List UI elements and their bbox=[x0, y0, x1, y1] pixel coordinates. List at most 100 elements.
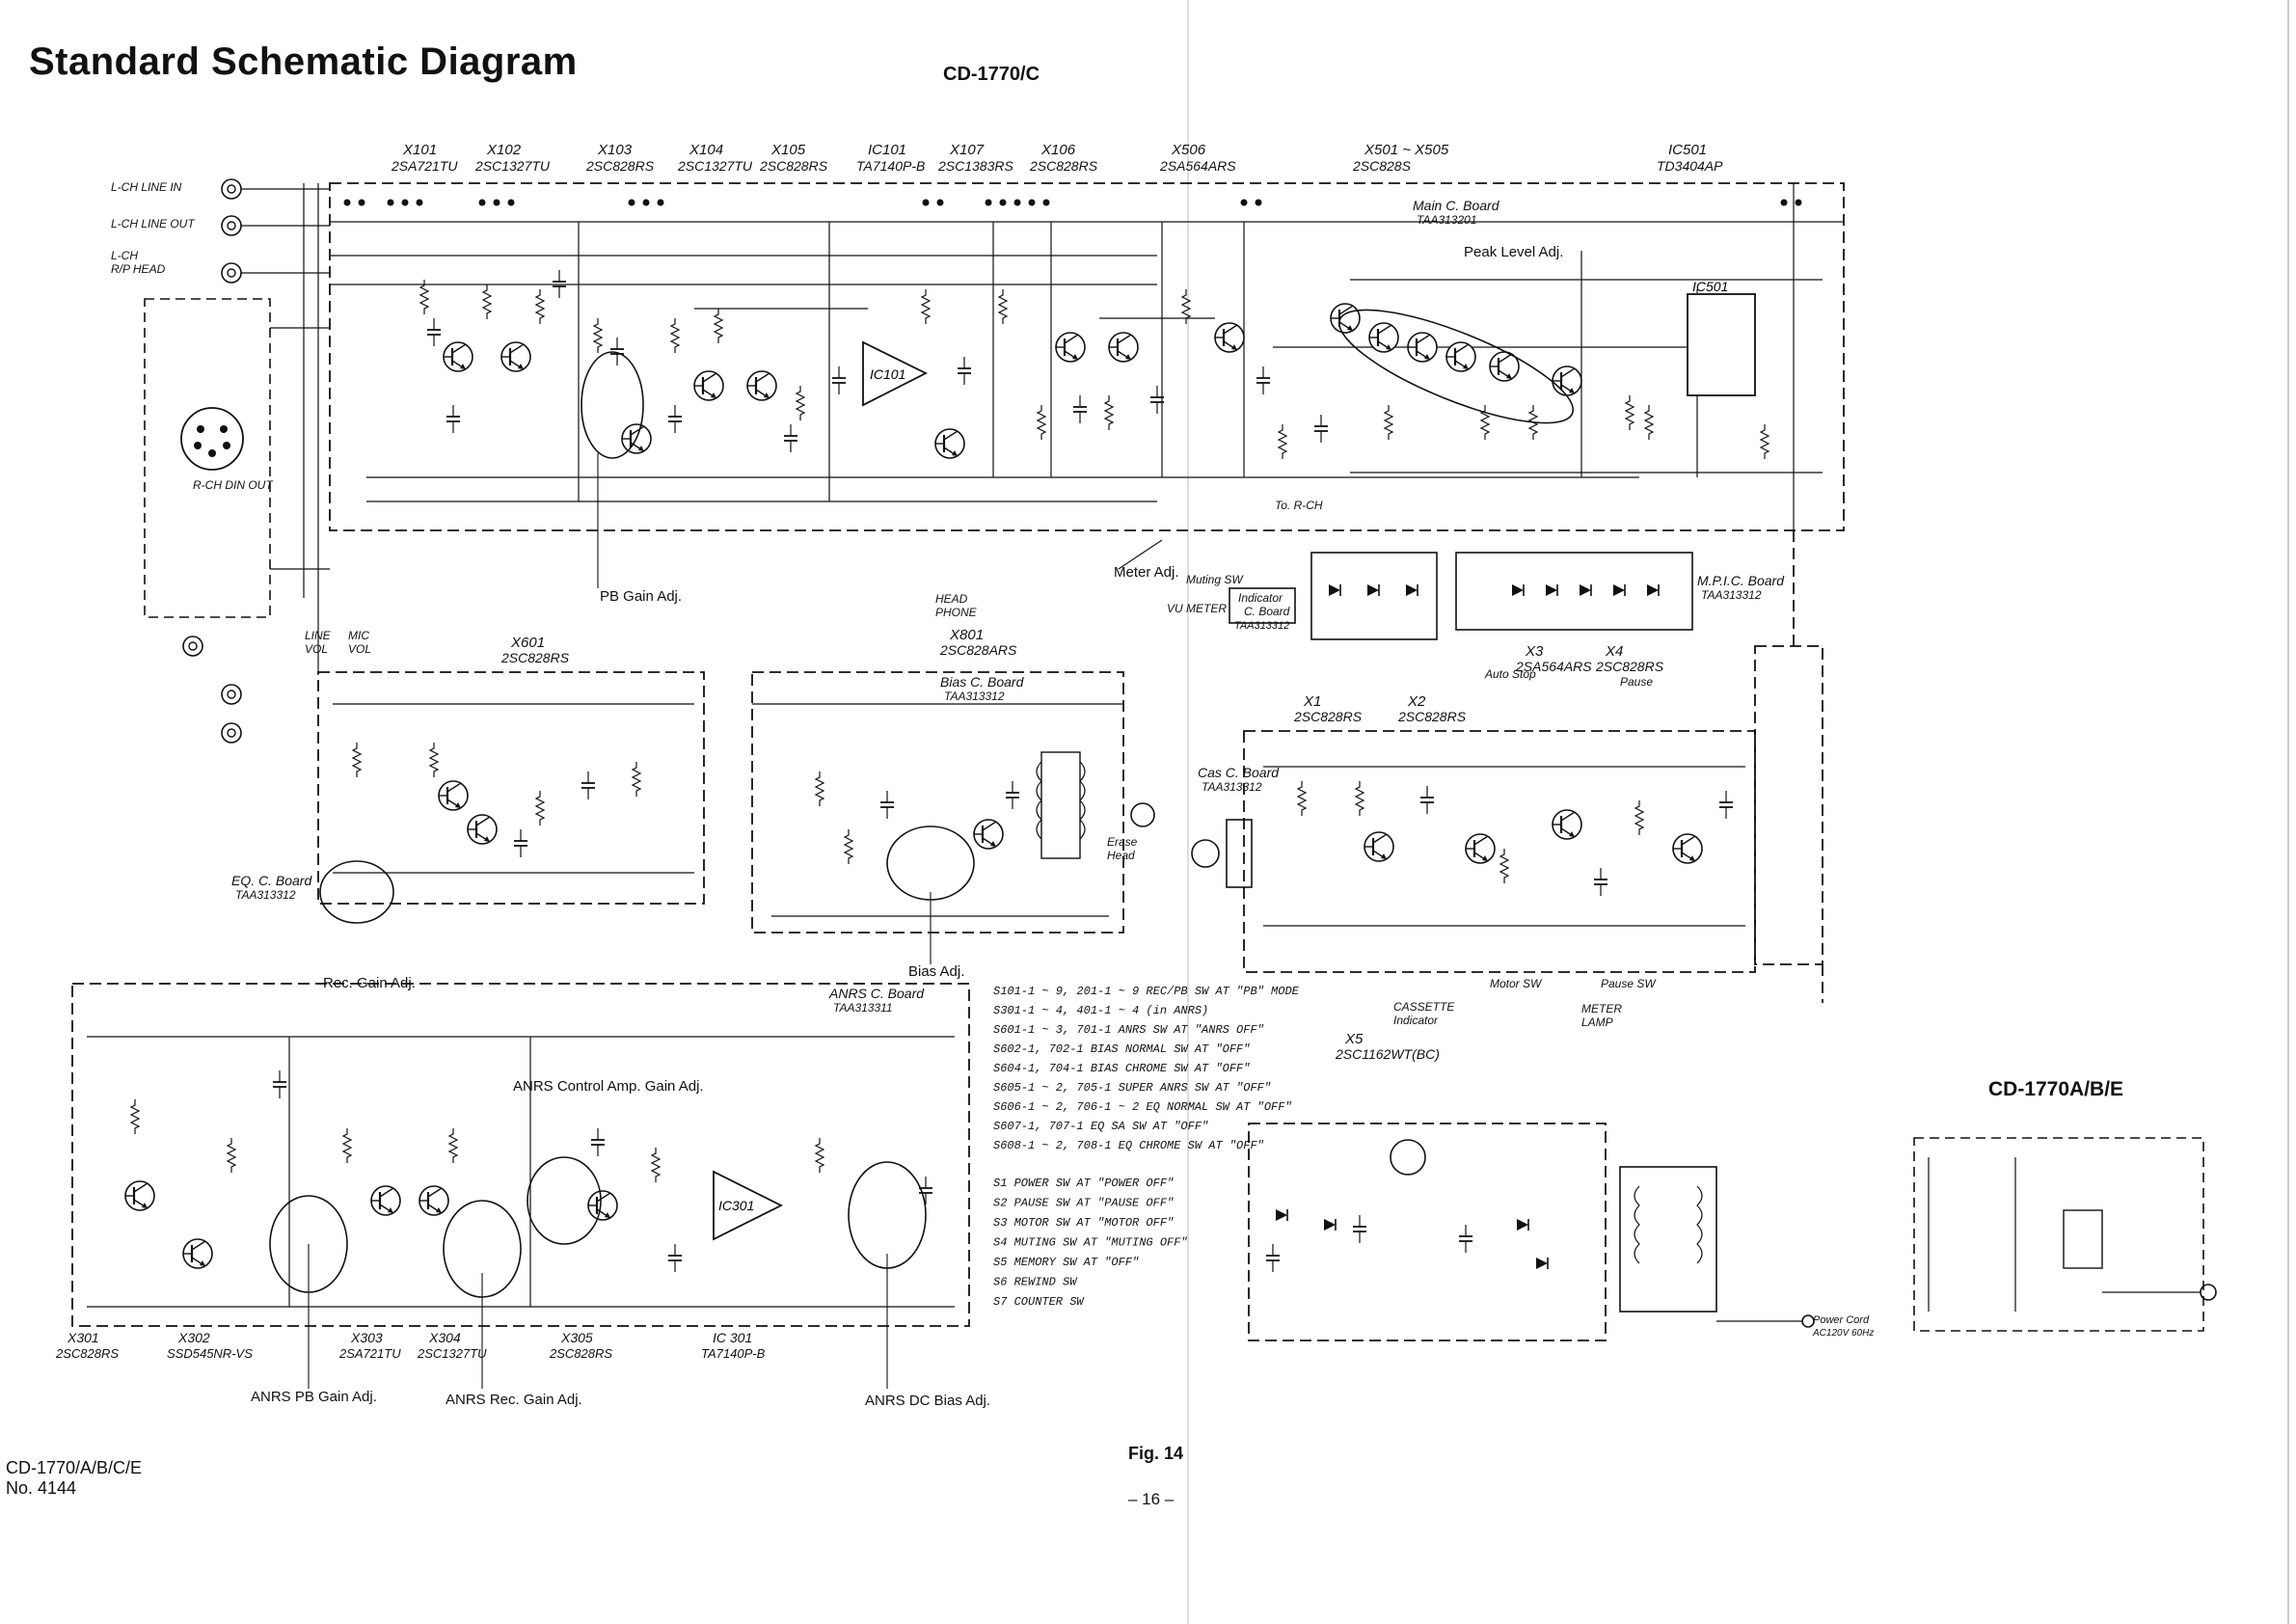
board-name: M.P.I.C. Board bbox=[1697, 573, 1785, 588]
footer-number: No. 4144 bbox=[6, 1478, 77, 1498]
transistor-part-label: 2SA721TU bbox=[391, 158, 458, 174]
switch-position-line: S101-1 ~ 9, 201-1 ~ 9 REC/PB SW AT "PB" … bbox=[993, 985, 1300, 998]
transistor-part-label: 2SC828RS bbox=[1029, 158, 1098, 174]
mid-transistor-label-group: X6012SC828RSX8012SC828ARSX12SC828RSX22SC… bbox=[500, 627, 1664, 1062]
board-code: TAA313312 bbox=[1234, 620, 1289, 632]
board-code: TAA313312 bbox=[1202, 780, 1262, 794]
transistor-ref-label: IC 301 bbox=[713, 1330, 752, 1345]
board-name: Indicator bbox=[1238, 591, 1283, 605]
board-code: TAA313201 bbox=[1417, 213, 1477, 227]
io-label: VOL bbox=[305, 642, 328, 656]
misc-label: METER bbox=[1581, 1002, 1622, 1015]
page-number: – 16 – bbox=[1128, 1490, 1175, 1508]
model-number-top: CD-1770/C bbox=[943, 64, 1040, 85]
io-label: R/P HEAD bbox=[111, 262, 166, 276]
io-label: AC120V 60Hz bbox=[1812, 1328, 1874, 1339]
right-wiring-rails bbox=[1754, 530, 1823, 1003]
transistor-part-label: 2SC828RS bbox=[1397, 709, 1467, 724]
main-connector-pins bbox=[343, 199, 1802, 206]
main-board-wiring bbox=[330, 183, 1844, 530]
board-code: TAA313312 bbox=[1701, 588, 1762, 602]
transistor-ref-label: X5 bbox=[1344, 1031, 1364, 1047]
misc-label: Motor SW bbox=[1490, 977, 1543, 990]
main-board-outline bbox=[329, 182, 1845, 531]
transistor-ref-label: X105 bbox=[770, 142, 806, 158]
board-name: Main C. Board bbox=[1413, 198, 1500, 213]
adjustment-leader-line bbox=[1118, 539, 1163, 570]
adjustment-label: Meter Adj. bbox=[1114, 564, 1179, 581]
switch-legend-line: S5 MEMORY SW AT "OFF" bbox=[993, 1256, 1139, 1269]
switch-legend-line: S6 REWIND SW bbox=[993, 1276, 1078, 1289]
footer-model: CD-1770/A/B/C/E bbox=[6, 1458, 143, 1477]
io-label: L-CH LINE IN bbox=[111, 180, 182, 194]
misc-label: Indicator bbox=[1393, 1014, 1439, 1027]
model-number-variant: CD-1770A/B/E bbox=[1988, 1078, 2124, 1100]
transistor-ref-label: X601 bbox=[510, 635, 545, 651]
adjustment-label: Bias Adj. bbox=[908, 963, 964, 980]
transistor-part-label: 2SC828RS bbox=[1595, 659, 1664, 674]
misc-label: Muting SW bbox=[1186, 573, 1244, 586]
transistor-part-label: TA7140P-B bbox=[856, 158, 925, 174]
transistor-ref-label: X501 ~ X505 bbox=[1364, 142, 1449, 158]
switch-legend-list: S1 POWER SW AT "POWER OFF" S2 PAUSE SW AT… bbox=[993, 1177, 1188, 1309]
adjustment-label: ANRS Control Amp. Gain Adj. bbox=[513, 1078, 704, 1095]
page-title: Standard Schematic Diagram bbox=[29, 41, 578, 83]
transistor-ref-label: X801 bbox=[949, 627, 984, 643]
io-label: Head bbox=[1107, 849, 1135, 862]
transistor-ref-label: X107 bbox=[949, 142, 985, 158]
figure-label: Fig. 14 bbox=[1128, 1444, 1184, 1463]
transistor-ref-label: X1 bbox=[1303, 693, 1321, 710]
switch-position-line: S608-1 ~ 2, 708-1 EQ CHROME SW AT "OFF" bbox=[993, 1139, 1264, 1152]
io-label: Erase bbox=[1107, 835, 1138, 849]
transistor-ref-label: X104 bbox=[689, 142, 723, 158]
switch-legend-line: S1 POWER SW AT "POWER OFF" bbox=[993, 1177, 1174, 1190]
eq-board bbox=[317, 671, 705, 924]
board-code: TAA313311 bbox=[833, 1001, 893, 1015]
transistor-part-label: 2SC828RS bbox=[759, 158, 828, 174]
transistor-part-label: 2SC828ARS bbox=[939, 642, 1017, 658]
transistor-part-label: 2SC1162WT(BC) bbox=[1335, 1046, 1440, 1062]
transistor-part-label: 2SC1327TU bbox=[474, 158, 551, 174]
io-label: R-CH DIN OUT bbox=[193, 478, 274, 492]
transistor-part-label: 2SC828RS bbox=[500, 650, 570, 665]
board-name: EQ. C. Board bbox=[231, 873, 312, 888]
transistor-part-label: 2SC1383RS bbox=[937, 158, 1013, 174]
misc-label: Pause bbox=[1620, 675, 1653, 689]
io-label: HEAD bbox=[935, 592, 968, 606]
switch-position-line: S602-1, 702-1 BIAS NORMAL SW AT "OFF" bbox=[993, 1042, 1250, 1056]
switch-position-list: S101-1 ~ 9, 201-1 ~ 9 REC/PB SW AT "PB" … bbox=[993, 985, 1300, 1152]
transistor-ref-label: X4 bbox=[1605, 643, 1623, 660]
io-label: VOL bbox=[348, 642, 371, 656]
transistor-part-label: TD3404AP bbox=[1657, 158, 1723, 174]
indicator-boards bbox=[1229, 552, 1693, 640]
switch-legend-line: S2 PAUSE SW AT "PAUSE OFF" bbox=[993, 1197, 1174, 1210]
misc-label: LAMP bbox=[1581, 1015, 1613, 1029]
switch-legend-line: S4 MUTING SW AT "MUTING OFF" bbox=[993, 1236, 1188, 1250]
io-label: LINE bbox=[305, 629, 332, 642]
transistor-ref-label: X305 bbox=[560, 1330, 593, 1345]
transistor-ref-label: X101 bbox=[402, 142, 437, 158]
footer-doc-info: CD-1770/A/B/C/E No. 4144 bbox=[6, 1458, 142, 1499]
transistor-part-label: SSD545NR-VS bbox=[167, 1346, 253, 1361]
transistor-ref-label: IC101 bbox=[868, 142, 906, 158]
board-name: Bias C. Board bbox=[940, 674, 1025, 690]
misc-label: To. R-CH bbox=[1275, 499, 1323, 512]
bottom-transistor-label-group: X3012SC828RSX302SSD545NR-VSX3032SA721TUX… bbox=[55, 1330, 766, 1361]
svg-text:IC501: IC501 bbox=[1692, 279, 1728, 294]
transistor-part-label: 2SC828RS bbox=[585, 158, 655, 174]
io-label: MIC bbox=[348, 629, 369, 642]
misc-label: CASSETTE bbox=[1393, 1000, 1455, 1014]
adjustment-label: ANRS DC Bias Adj. bbox=[865, 1393, 990, 1409]
board-name: Cas C. Board bbox=[1198, 765, 1280, 780]
io-label: L-CH LINE OUT bbox=[111, 217, 196, 230]
adjustment-label: PB Gain Adj. bbox=[600, 588, 682, 605]
board-name: ANRS C. Board bbox=[828, 986, 925, 1001]
svg-text:IC301: IC301 bbox=[718, 1198, 754, 1213]
transistor-part-label: 2SC828RS bbox=[1293, 709, 1363, 724]
transistor-part-label: TA7140P-B bbox=[701, 1346, 766, 1361]
io-label: L-CH bbox=[111, 249, 138, 262]
io-label: PHONE bbox=[935, 606, 978, 619]
transistor-part-label: 2SC828RS bbox=[55, 1346, 119, 1361]
